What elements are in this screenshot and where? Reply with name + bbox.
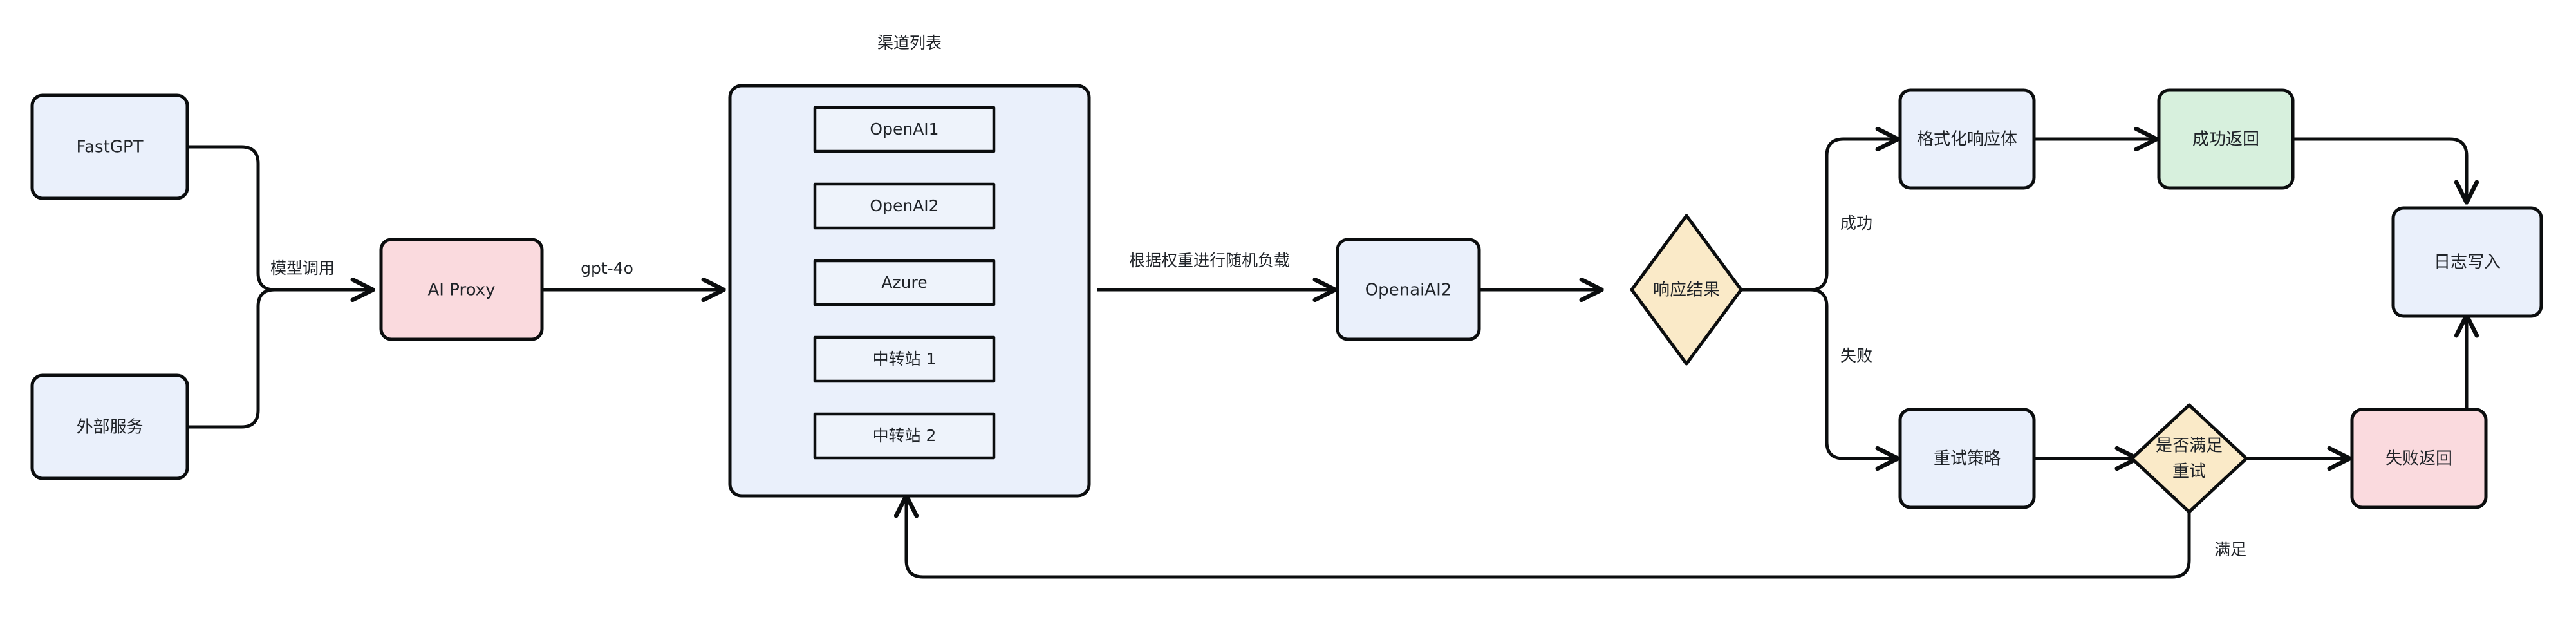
channel-item-openai1[interactable]: OpenAI1 [813, 106, 996, 153]
edge-label-model-name: gpt-4o [581, 259, 633, 278]
channel-item-relay-1-shape[interactable] [813, 335, 996, 383]
node-retry-condition-label-line1: 是否满足 [2156, 437, 2223, 456]
node-external-service-label: 外部服务 [76, 418, 143, 437]
channel-item-openai2[interactable]: OpenAI2 [813, 182, 996, 230]
node-fastgpt[interactable]: FastGPT [30, 93, 189, 200]
channel-item-openai1-label: OpenAI1 [870, 120, 938, 138]
channel-list-title: 渠道列表 [877, 33, 942, 52]
edge-label-model-call: 模型调用 [270, 259, 335, 278]
edge-retry-feedback-loop [906, 497, 2191, 579]
node-success-return-shape[interactable] [2157, 88, 2295, 190]
node-log-write-shape[interactable] [2391, 206, 2543, 318]
node-openaiai2-label: OpenaiAI2 [1365, 281, 1452, 300]
node-retry-strategy-shape[interactable] [1898, 408, 2036, 509]
node-format-response-body[interactable]: 格式化响应体 [1898, 88, 2036, 190]
channel-item-relay-1-label: 中转站 1 [873, 350, 937, 368]
node-retry-condition-label-line2: 重试 [2172, 462, 2206, 482]
node-ai-proxy-shape[interactable] [379, 238, 544, 341]
node-failure-return-shape[interactable] [2350, 408, 2488, 509]
edge-success-return-to-log [2293, 137, 2467, 201]
node-retry-strategy-label: 重试策略 [1934, 449, 2001, 469]
node-retry-condition-shape[interactable] [2130, 403, 2248, 514]
node-failure-return[interactable]: 失败返回 [2350, 408, 2488, 509]
edge-label-failure: 失败 [1840, 346, 1872, 365]
edge-failure-branch [1809, 288, 1896, 458]
node-response-result[interactable]: 响应结果 [1630, 214, 1743, 366]
channel-item-relay-1[interactable]: 中转站 1 [813, 335, 996, 383]
node-retry-condition[interactable]: 是否满足 重试 [2130, 403, 2248, 514]
channel-item-relay-2-label: 中转站 2 [873, 426, 937, 445]
node-failure-return-label: 失败返回 [2385, 449, 2452, 469]
edge-label-weighted-random-load: 根据权重进行随机负载 [1129, 251, 1290, 270]
node-openaiai2-shape[interactable] [1336, 238, 1481, 341]
channel-item-azure-label: Azure [881, 273, 927, 292]
edge-label-success: 成功 [1840, 214, 1872, 232]
edge-label-satisfied: 满足 [2214, 540, 2246, 559]
channel-item-azure-shape[interactable] [813, 259, 996, 306]
node-ai-proxy[interactable]: AI Proxy [379, 238, 544, 341]
node-log-write-label: 日志写入 [2434, 253, 2501, 272]
node-format-response-body-shape[interactable] [1898, 88, 2036, 190]
channel-item-azure[interactable]: Azure [813, 259, 996, 306]
channel-item-relay-2[interactable]: 中转站 2 [813, 412, 996, 460]
node-fastgpt-label: FastGPT [77, 138, 144, 157]
node-response-result-label: 响应结果 [1653, 281, 1720, 300]
node-success-return-label: 成功返回 [2192, 130, 2259, 149]
channel-item-relay-2-shape[interactable] [813, 412, 996, 460]
node-external-service-shape[interactable] [30, 373, 189, 480]
node-success-return[interactable]: 成功返回 [2157, 88, 2295, 190]
channel-item-openai2-shape[interactable] [813, 182, 996, 230]
edge-fastgpt-to-aiproxy [187, 145, 371, 290]
edge-success-branch [1809, 139, 1896, 292]
channel-item-openai1-shape[interactable] [813, 106, 996, 153]
node-retry-strategy[interactable]: 重试策略 [1898, 408, 2036, 509]
node-fastgpt-shape[interactable] [30, 93, 189, 200]
node-openaiai2[interactable]: OpenaiAI2 [1336, 238, 1481, 341]
node-channel-list[interactable]: 渠道列表 OpenAI1 OpenAI2 Azure 中转站 1 中转站 2 [728, 33, 1091, 498]
node-ai-proxy-label: AI Proxy [428, 281, 496, 300]
node-format-response-body-label: 格式化响应体 [1917, 130, 2017, 149]
edge-external-to-aiproxy [187, 288, 275, 429]
node-external-service[interactable]: 外部服务 [30, 373, 189, 480]
node-response-result-shape[interactable] [1630, 214, 1743, 366]
node-log-write[interactable]: 日志写入 [2391, 206, 2543, 318]
channel-item-openai2-label: OpenAI2 [870, 196, 938, 215]
